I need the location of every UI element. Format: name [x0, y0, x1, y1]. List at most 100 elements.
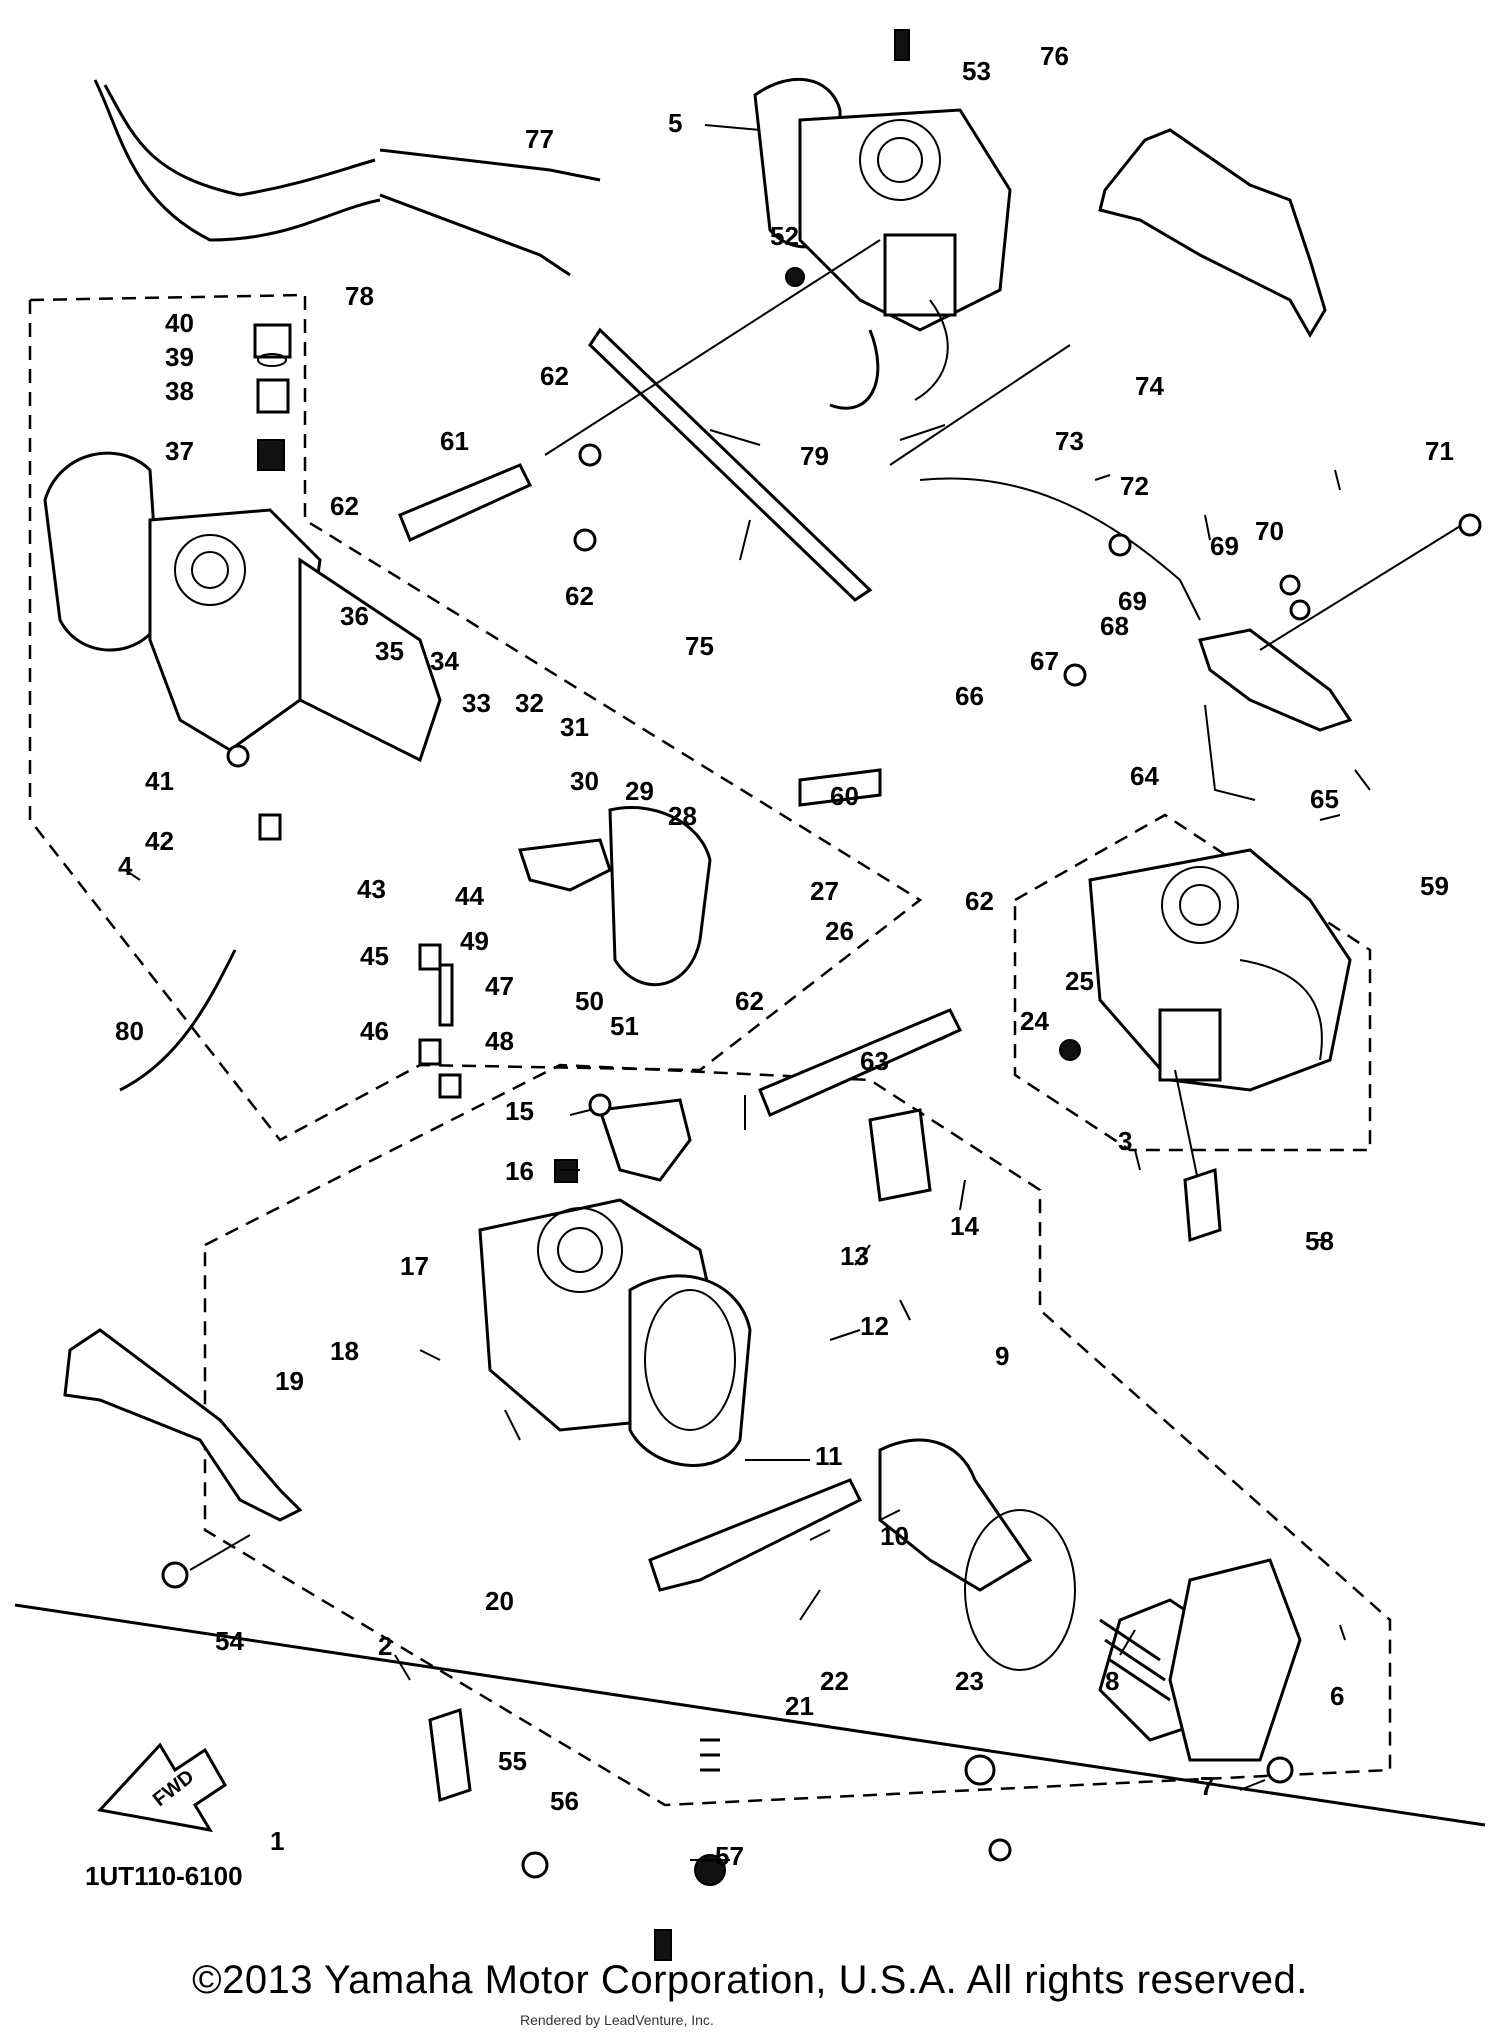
callout-7: 7	[1200, 1771, 1214, 1801]
assembly-1-baseline	[14, 1603, 1486, 1827]
callout-49: 49	[460, 926, 489, 956]
callout-37: 37	[165, 436, 194, 466]
callout-67: 67	[1030, 646, 1059, 676]
callout-18: 18	[330, 1336, 359, 1366]
connecting-rods	[398, 239, 963, 1118]
callout-41: 41	[145, 766, 174, 796]
callout-40: 40	[165, 308, 194, 338]
watermark: Rendered by LeadVenture, Inc.	[520, 2012, 714, 2028]
callout-72: 72	[1120, 471, 1149, 501]
callout-labels: 1 2 3 4 5 6 7 8 9 10 11 12 13 14 15 16 1…	[115, 41, 1454, 1871]
callout-62c: 62	[565, 581, 594, 611]
callout-32: 32	[515, 688, 544, 718]
callout-50: 50	[575, 986, 604, 1016]
callout-62e: 62	[735, 986, 764, 1016]
callout-58: 58	[1305, 1226, 1334, 1256]
callout-29: 29	[625, 776, 654, 806]
callout-77: 77	[525, 124, 554, 154]
callout-46: 46	[360, 1016, 389, 1046]
carburetor-left	[43, 451, 712, 987]
callout-12: 12	[860, 1311, 889, 1341]
drawing-code: 1UT110-6100	[85, 1861, 243, 1891]
hose-80	[119, 949, 237, 1092]
callout-25: 25	[1065, 966, 1094, 996]
callout-45: 45	[360, 941, 389, 971]
callout-62b: 62	[330, 491, 359, 521]
callout-59: 59	[1420, 871, 1449, 901]
callout-48: 48	[485, 1026, 514, 1056]
callout-53: 53	[962, 56, 991, 86]
callout-63: 63	[860, 1046, 889, 1076]
callout-62a: 62	[540, 361, 569, 391]
callout-13: 13	[840, 1241, 869, 1271]
callout-68: 68	[1100, 611, 1129, 641]
callout-42: 42	[145, 826, 174, 856]
vacuum-piston-assembly	[878, 1438, 1302, 1762]
callout-15: 15	[505, 1096, 534, 1126]
copyright-notice: ©2013 Yamaha Motor Corporation, U.S.A. A…	[192, 1958, 1308, 2002]
assembly-3-boundary	[1013, 813, 1372, 1152]
fasteners	[161, 29, 1482, 1961]
callout-5: 5	[668, 108, 682, 138]
callout-74: 74	[1135, 371, 1164, 401]
callout-9: 9	[995, 1341, 1009, 1371]
callout-47: 47	[485, 971, 514, 1001]
callout-55: 55	[498, 1746, 527, 1776]
callout-78: 78	[345, 281, 374, 311]
callout-56: 56	[550, 1786, 579, 1816]
callout-70: 70	[1255, 516, 1284, 546]
callout-76: 76	[1040, 41, 1069, 71]
callout-23: 23	[955, 1666, 984, 1696]
callout-35: 35	[375, 636, 404, 666]
hose-79	[829, 329, 880, 410]
throttle-linkage	[889, 344, 1471, 1191]
callout-69a: 69	[1118, 586, 1147, 616]
callout-66: 66	[955, 681, 984, 711]
callout-36: 36	[340, 601, 369, 631]
callout-43: 43	[357, 874, 386, 904]
bracket-upper-right	[1098, 128, 1327, 338]
callout-38: 38	[165, 376, 194, 406]
assembly-boundaries	[14, 293, 1486, 1827]
callout-51: 51	[610, 1011, 639, 1041]
callout-64: 64	[1130, 761, 1159, 791]
carburetor-lower	[478, 1098, 932, 1467]
side-brackets	[63, 1167, 1222, 1803]
callout-65: 65	[1310, 784, 1339, 814]
callout-26: 26	[825, 916, 854, 946]
callout-10: 10	[880, 1521, 909, 1551]
carburetor-upper	[753, 78, 1012, 401]
callout-11: 11	[815, 1441, 843, 1471]
callout-52: 52	[770, 221, 799, 251]
carburetor-right	[1088, 848, 1352, 1092]
callout-61: 61	[440, 426, 469, 456]
callout-30: 30	[570, 766, 599, 796]
callout-1: 1	[270, 1826, 284, 1856]
callout-69b: 69	[1210, 531, 1239, 561]
callout-80: 80	[115, 1016, 144, 1046]
callout-17: 17	[400, 1251, 429, 1281]
callout-57: 57	[715, 1841, 744, 1871]
callout-33: 33	[462, 688, 491, 718]
callout-14: 14	[950, 1211, 979, 1241]
fuel-hoses	[93, 79, 601, 277]
assembly-2-boundary	[203, 1063, 1392, 1807]
assembly-4-boundary	[28, 293, 923, 1142]
callout-4: 4	[118, 851, 133, 881]
callout-31: 31	[560, 712, 589, 742]
callout-34: 34	[430, 646, 459, 676]
callout-62d: 62	[965, 886, 994, 916]
callout-28: 28	[668, 801, 697, 831]
callout-20: 20	[485, 1586, 514, 1616]
callout-6: 6	[1330, 1681, 1344, 1711]
callout-27: 27	[810, 876, 839, 906]
callout-3: 3	[1118, 1126, 1132, 1156]
callout-71: 71	[1425, 436, 1454, 466]
callout-54: 54	[215, 1626, 244, 1656]
callout-19: 19	[275, 1366, 304, 1396]
callout-73: 73	[1055, 426, 1084, 456]
callout-44: 44	[455, 881, 484, 911]
callout-60: 60	[830, 781, 859, 811]
front-arrow: FWD	[97, 1742, 227, 1833]
